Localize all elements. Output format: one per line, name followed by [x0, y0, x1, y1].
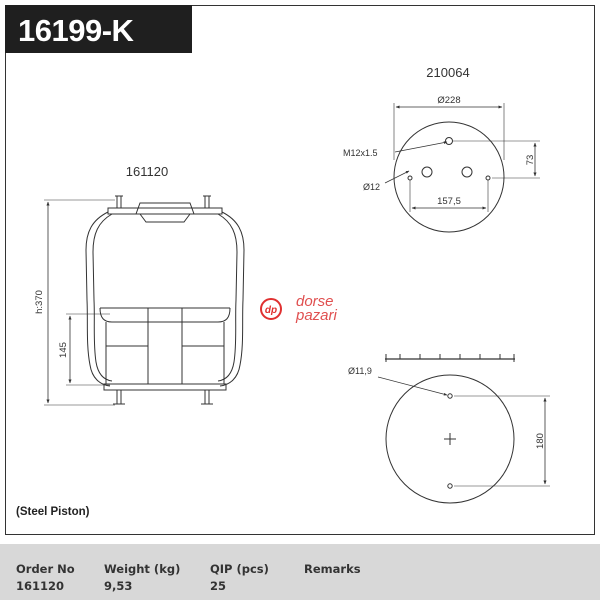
- left-part-number: 161120: [126, 164, 168, 179]
- order-no-header: Order No: [16, 562, 75, 576]
- hole-diameter: Ø12: [363, 182, 380, 192]
- bottom-hole-diameter: Ø11,9: [348, 366, 372, 376]
- bottom-offset-dimension: 180: [535, 433, 546, 449]
- svg-text:pazari: pazari: [295, 307, 338, 324]
- order-no-value: 161120: [16, 579, 65, 593]
- spacing-dimension: 157,5: [437, 196, 461, 207]
- height-dimension: h:370: [34, 290, 45, 314]
- qip-value: 25: [210, 579, 227, 593]
- piston-dimension: 145: [58, 342, 69, 358]
- dorse-pazari-logo: dp dorse pazari: [260, 293, 338, 324]
- order-info-table: Order No Weight (kg) QIP (pcs) Remarks 1…: [0, 544, 600, 600]
- top-plate-part-number: 210064: [426, 65, 469, 80]
- svg-text:dorse: dorse: [296, 293, 334, 310]
- bottom-plate-view: Ø11,9 180: [348, 354, 550, 504]
- product-code: 16199-K: [18, 13, 134, 48]
- offset-dimension: 73: [525, 155, 536, 166]
- air-spring-side-view: 161120 h:370 145: [34, 164, 245, 406]
- remarks-header: Remarks: [304, 562, 361, 576]
- svg-text:dp: dp: [265, 305, 277, 316]
- top-diameter: Ø228: [437, 95, 460, 106]
- qip-header: QIP (pcs): [210, 562, 269, 576]
- bolt-spec: M12x1.5: [343, 148, 378, 158]
- steel-piston-note: (Steel Piston): [16, 506, 90, 518]
- technical-drawing: 161120 h:370 145: [34, 65, 550, 504]
- top-plate-view: 210064 Ø228 M12x1.5 Ø12 73 157,5: [343, 65, 540, 233]
- weight-header: Weight (kg): [104, 562, 181, 576]
- weight-value: 9,53: [104, 579, 133, 593]
- drawing-frame: [5, 5, 595, 535]
- title-banner: 16199-K: [5, 5, 192, 53]
